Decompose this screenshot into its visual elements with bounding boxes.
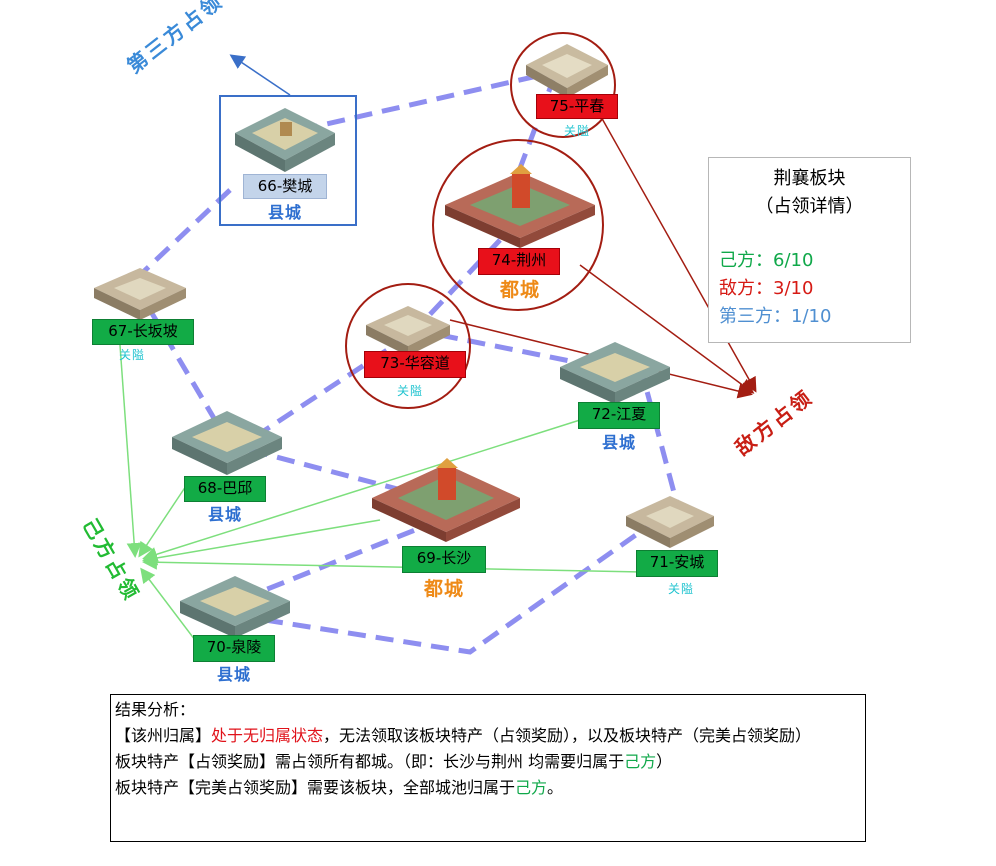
panel-title: 荆襄板块 — [773, 168, 846, 189]
route-75-74 — [507, 74, 558, 196]
result-l1-status: 处于无归属状态 — [211, 726, 324, 745]
route-66-67 — [138, 188, 232, 277]
city-72-type: 县城 — [601, 433, 636, 452]
route-72-71 — [637, 364, 683, 516]
panel-subtitle: （占领详情） — [755, 196, 864, 217]
route-66-75 — [299, 69, 556, 133]
result-line-3: 板块特产【完美占领奖励】需要该板块，全部城池归属于己方。 — [115, 775, 861, 801]
city-71-label[interactable]: 71-安城 — [636, 550, 718, 577]
castle-73-icon — [366, 306, 450, 356]
route-73-72 — [439, 332, 591, 368]
route-74-73 — [418, 238, 502, 327]
city-67-type: 关隘 — [118, 348, 145, 362]
city-70-type: 县城 — [216, 665, 251, 684]
result-l2-ally: 己方 — [624, 752, 657, 771]
city-73-type: 关隘 — [396, 384, 423, 398]
panel-third-count: 第三方：1/10 — [719, 306, 832, 327]
city-72-label[interactable]: 72-江夏 — [578, 402, 660, 429]
city-75-type: 关隘 — [563, 124, 590, 138]
result-l3-ally: 己方 — [515, 778, 548, 797]
result-line-1: 【该州归属】处于无归属状态，无法领取该板块特产（占领奖励），以及板块特产（完美占… — [115, 723, 861, 749]
result-l3-suffix: 。 — [547, 778, 564, 797]
enemy-circle-75 — [510, 32, 616, 138]
castle-74-icon — [445, 164, 595, 248]
castle-66-icon — [235, 108, 335, 172]
castle-75-icon — [526, 44, 608, 98]
route-68-69 — [249, 447, 421, 498]
city-74-type: 都城 — [499, 279, 540, 301]
panel-ally-count: 己方：6/10 — [719, 250, 814, 271]
city-67-label[interactable]: 67-长坂坡 — [92, 319, 194, 345]
result-l3-prefix: 板块特产【完美占领奖励】需要该板块，全部城池归属于 — [115, 778, 516, 797]
city-73-label[interactable]: 73-华容道 — [364, 351, 466, 378]
city-69-type: 都城 — [423, 578, 464, 600]
city-70-label[interactable]: 70-泉陵 — [193, 635, 275, 662]
occupation-detail-panel: 荆襄板块 （占领详情） 己方：6/10 敌方：3/10 第三方：1/10 — [708, 157, 911, 343]
castle-67-icon — [94, 268, 186, 320]
city-68-type: 县城 — [207, 505, 242, 524]
city-69-label[interactable]: 69-长沙 — [402, 546, 486, 573]
ally-arrows — [119, 344, 641, 641]
panel-enemy-count: 敌方：3/10 — [719, 278, 814, 299]
result-heading: 结果分析： — [115, 700, 196, 719]
enemy-circle-73 — [345, 283, 471, 409]
route-67-68 — [147, 308, 218, 422]
castle-72-icon — [560, 342, 670, 404]
city-75-label[interactable]: 75-平春 — [536, 94, 618, 119]
city-66-label[interactable]: 66-樊城 — [243, 174, 327, 199]
enemy-circle-74 — [432, 139, 604, 311]
castle-68-icon — [172, 411, 282, 475]
result-l2-prefix: 板块特产【占领奖励】需占领所有都城。（即：长沙与荆州 均需要归属于 — [115, 752, 625, 771]
result-line-2: 板块特产【占领奖励】需占领所有都城。（即：长沙与荆州 均需要归属于己方） — [115, 749, 861, 775]
third-party-box — [219, 95, 357, 226]
result-analysis-box: 结果分析： 【该州归属】处于无归属状态，无法领取该板块特产（占领奖励），以及板块… — [110, 694, 866, 842]
city-66-type: 县城 — [267, 203, 302, 222]
result-l1-suffix: ，无法领取该板块特产（占领奖励），以及板块特产（完美占领奖励） — [323, 726, 812, 745]
route-70-71 — [264, 522, 652, 655]
result-l2-suffix: ） — [656, 752, 673, 771]
castle-69-icon — [372, 458, 520, 542]
city-74-label[interactable]: 74-荆州 — [478, 248, 560, 275]
city-68-label[interactable]: 68-巴邱 — [184, 476, 266, 502]
castle-70-icon — [180, 576, 290, 638]
city-71-type: 关隘 — [667, 582, 694, 596]
castle-71-icon — [626, 496, 714, 548]
route-69-70 — [239, 517, 441, 603]
third-arrow — [229, 54, 291, 96]
result-l1-prefix: 【该州归属】 — [115, 726, 212, 745]
